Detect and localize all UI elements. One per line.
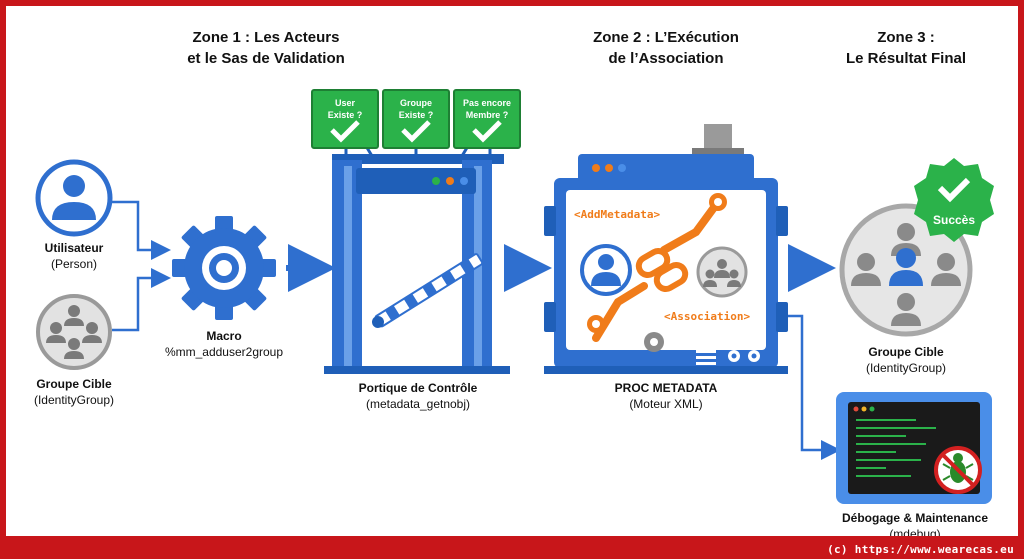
gear-icon (172, 216, 276, 320)
check-sign-member: Pas encore Membre ? (453, 89, 521, 149)
debug-label: Débogage & Maintenance(mdebug) (841, 511, 989, 536)
group-source-label: Groupe Cible(IdentityGroup) (33, 377, 115, 407)
macro-label: Macro%mm_adduser2group (164, 329, 284, 359)
check-member-line2: Membre ? (466, 110, 509, 120)
xml-tag-association: <Association> (664, 310, 750, 323)
check-user-line2: Existe ? (328, 110, 363, 120)
group-icon (36, 294, 112, 370)
success-badge: Succès (914, 158, 994, 242)
connector-proc-to-debug (788, 314, 841, 460)
proc-label: PROC METADATA(Moteur XML) (614, 381, 718, 411)
check-group-line1: Groupe (400, 98, 432, 108)
small-gear-icon (644, 332, 664, 352)
group-result-label: Groupe Cible(IdentityGroup) (865, 345, 947, 375)
check-sign-user: User Existe ? (311, 89, 379, 149)
chain-link-icon (635, 248, 689, 292)
check-member-line1: Pas encore (463, 98, 511, 108)
check-sign-group: Groupe Existe ? (382, 89, 450, 149)
diagram-canvas: User Existe ? Groupe Existe ? Pas encore… (6, 6, 1018, 536)
xml-tag-addmetadata: <AddMetadata> (574, 208, 660, 221)
bug-icon (934, 446, 982, 494)
footer-url: (c) https://www.wearecas.eu (827, 543, 1014, 556)
result-group-icon (839, 203, 973, 337)
portal-gate (324, 145, 510, 374)
portal-label: Portique de Contrôle(metadata_getnobj) (358, 381, 478, 411)
success-badge-label: Succès (933, 213, 975, 227)
check-user-line1: User (335, 98, 356, 108)
zone-3-title: Zone 3 :Le Résultat Final (845, 29, 967, 67)
diagram-artwork: User Existe ? Groupe Existe ? Pas encore… (35, 89, 994, 504)
proc-machine: <AddMetadata> <Association> (544, 124, 788, 374)
user-label: Utilisateur(Person) (44, 241, 104, 271)
user-icon (35, 159, 113, 237)
connector-lines (112, 200, 171, 332)
debug-terminal (836, 392, 992, 504)
check-group-line2: Existe ? (399, 110, 434, 120)
